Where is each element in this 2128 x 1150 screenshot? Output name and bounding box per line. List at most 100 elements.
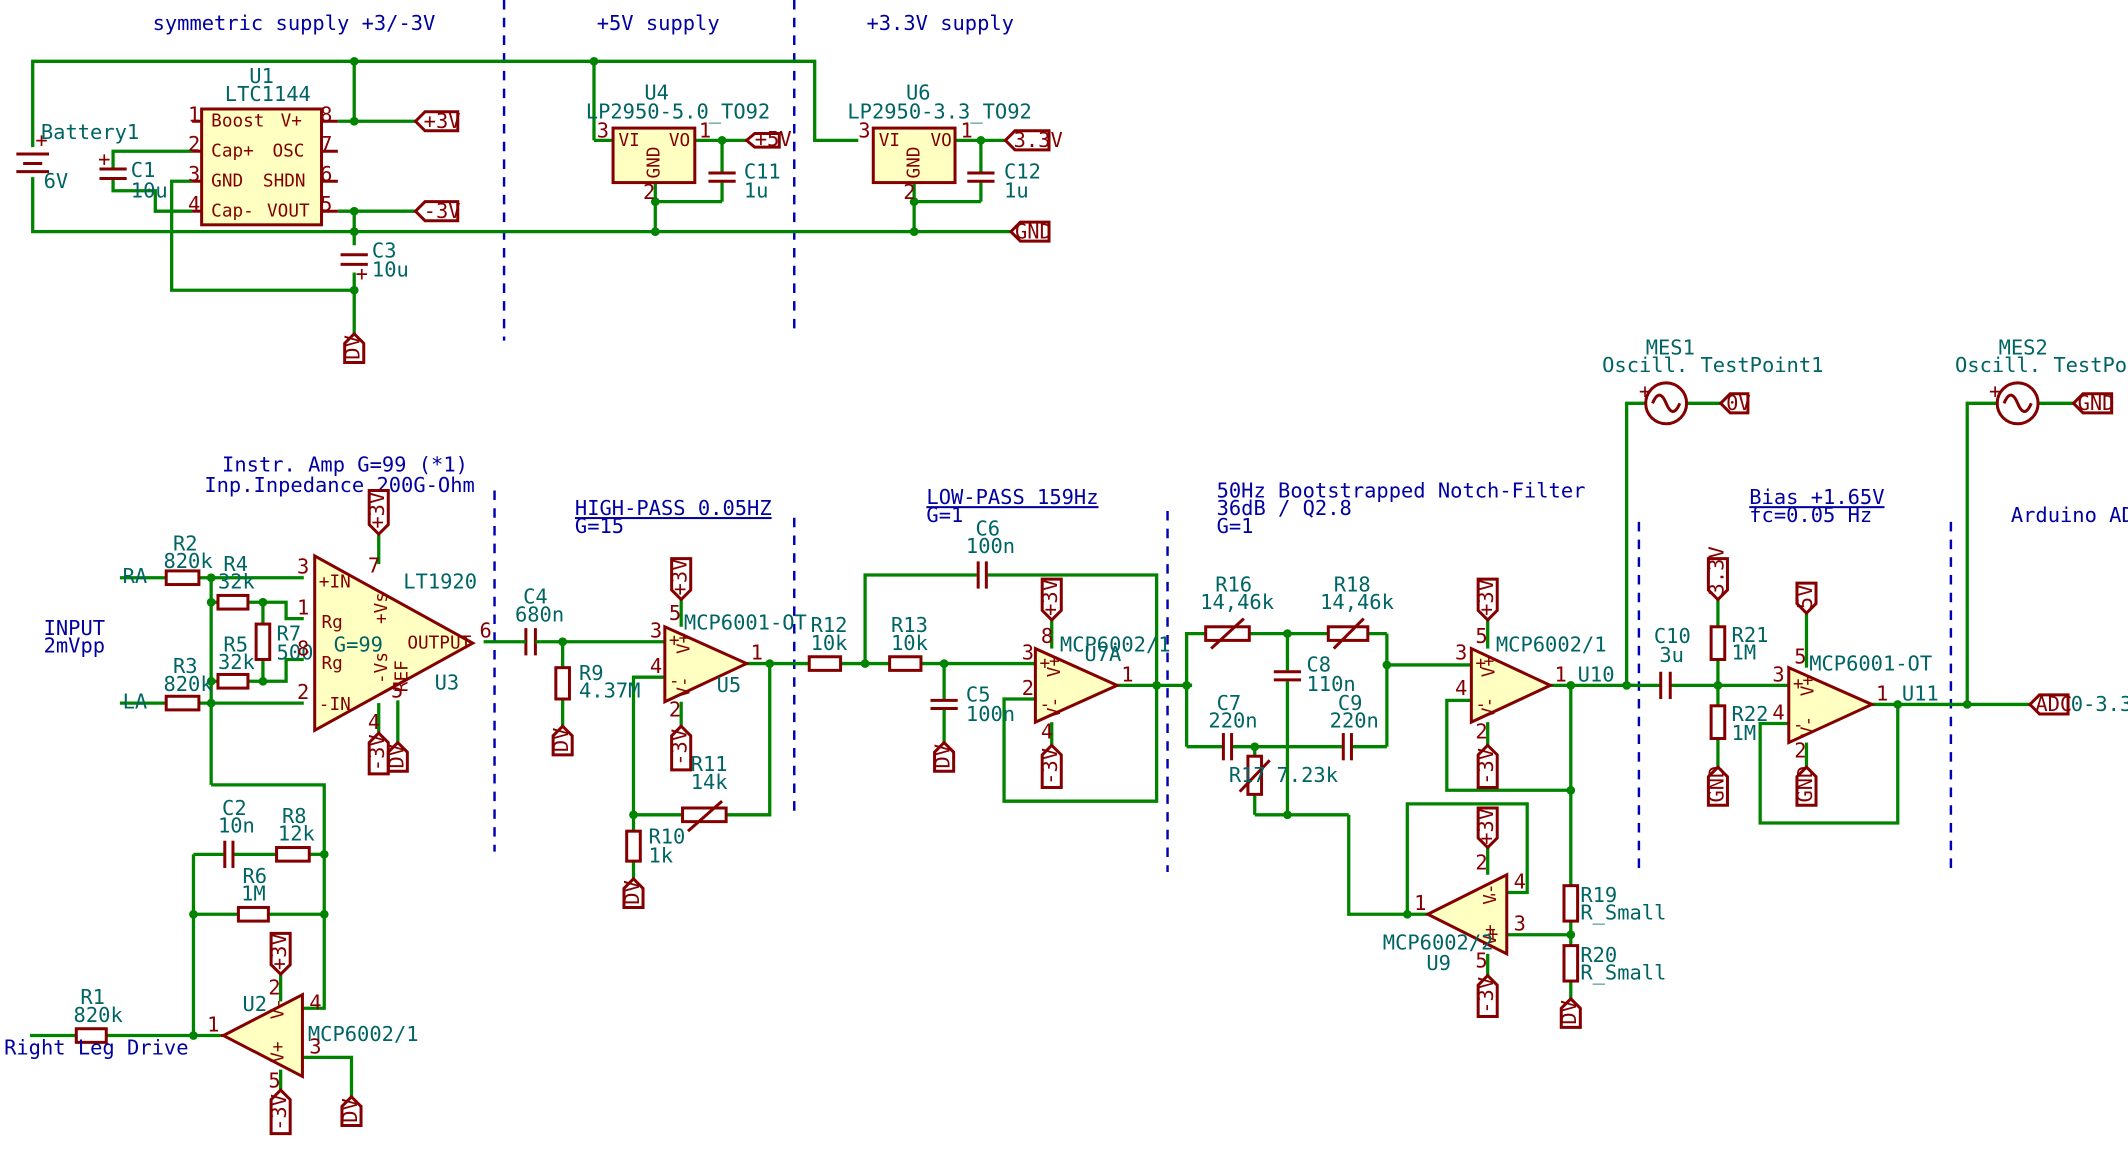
net-label-m3v-u3: -3V (365, 730, 390, 776)
net-m3v-text: -3V (424, 199, 461, 223)
c8-value: 110n (1306, 672, 1355, 696)
r20-resistor[interactable]: R20 R_Small (1562, 943, 1666, 985)
title-symmetric-supply: symmetric supply +3/-3V (153, 11, 436, 35)
battery-plus: + (35, 128, 47, 152)
u3-lt1920-inamp[interactable]: +IN Rg Rg -IN G=99 OUTPUT +Vs -Vs REF LT… (297, 553, 492, 734)
r12-ref: R12 (811, 613, 848, 637)
r19-resistor[interactable]: R19 R_Small (1562, 883, 1666, 925)
u5-opamp[interactable]: + - V+ V- MCP6001-OT U5 3 4 1 5 2 (650, 601, 807, 722)
u11-value: MCP6001-OT (1809, 651, 1932, 675)
lowpass-net-labels: DV +3V -3V (931, 577, 1063, 790)
u9-plus: + (1488, 925, 1499, 945)
title-low-pass-gain: G=1 (926, 503, 963, 527)
r2-resistor[interactable]: R2 820k (163, 531, 213, 587)
u1-num-1: 1 (188, 102, 200, 126)
net-dv-c5-text: DV (931, 744, 955, 769)
net-33v-r21-text: 3.3V (1704, 546, 1728, 595)
net-label-p3v-u10: +3V (1474, 577, 1499, 623)
r3-resistor[interactable]: R3 820k (163, 654, 213, 712)
net-5v-u11-text: 5V (1793, 584, 1817, 609)
battery-value: 6V (44, 169, 69, 193)
u7-minus: - (1039, 695, 1050, 715)
c4-capacitor[interactable]: C4 680n (515, 585, 564, 656)
r22-resistor[interactable]: R22 1M (1709, 702, 1768, 745)
c10-ref: C10 (1654, 624, 1691, 648)
u1-ref: U1 (249, 64, 274, 88)
c5-capacitor[interactable]: C5 100n (930, 683, 1015, 726)
c6-capacitor[interactable]: C6 100n (966, 516, 1015, 589)
r19-ref: R19 (1580, 883, 1617, 907)
battery[interactable]: + Battery1 6V (16, 120, 139, 193)
c8-capacitor[interactable]: C8 110n (1273, 653, 1356, 696)
r9-resistor[interactable]: R9 4.37M (554, 661, 641, 703)
mes1-testpoint[interactable]: + MES1 Oscill. TestPoint1 (1602, 335, 1823, 426)
u1-ltc1144[interactable]: U1 LTC1144 Boost Cap+ GND Cap- V+ OSC SH… (188, 64, 338, 227)
u1-pin-boost: Boost (211, 112, 264, 132)
c12-capacitor[interactable]: C12 1u (967, 159, 1041, 203)
net-m3v-u5-text: -3V (668, 729, 692, 766)
r1-resistor[interactable]: R1 820k (74, 985, 123, 1044)
u11-ref: U11 (1902, 681, 1939, 705)
r11-potentiometer[interactable]: R11 14k (681, 752, 728, 833)
r17-potentiometer[interactable]: R17 7.23k (1229, 754, 1338, 796)
r4-resistor[interactable]: R4 32k (216, 552, 255, 611)
r12-resistor[interactable]: R12 10k (807, 613, 848, 672)
mes2-testpoint[interactable]: + MES2 Oscill. TestPoint2 (1955, 335, 2128, 426)
u9-vm: V- (1481, 883, 1501, 904)
r8-resistor[interactable]: R8 12k (275, 804, 315, 863)
c11-capacitor[interactable]: C11 1u (708, 159, 781, 203)
u9-num-4: 4 (1514, 869, 1526, 893)
u5-vp: V+ (674, 633, 694, 654)
net-m3v-u9-text: -3V (1474, 977, 1498, 1014)
r18-potentiometer[interactable]: R18 14,46k (1320, 572, 1394, 650)
r5-resistor[interactable]: R5 32k (216, 632, 255, 690)
r21-resistor[interactable]: R21 1M (1709, 623, 1768, 665)
c3-ref: C3 (372, 239, 397, 263)
r6-resistor[interactable]: R6 1M (236, 864, 270, 923)
u9-opamp[interactable]: - + V- V+ MCP6002/2 U9 1 4 3 2 5 (1383, 850, 1526, 975)
net-label-m3v-supply: -3V (413, 199, 461, 223)
u4-lp2950-5v[interactable]: U4 LP2950-5.0_TO92 VI VO GND 3 1 2 (586, 80, 770, 203)
u10-opamp[interactable]: + - V+ V- MCP6002/1 U10 3 4 1 5 2 (1455, 624, 1614, 743)
u4-num-2: 2 (643, 180, 655, 204)
r13-value: 10k (891, 631, 928, 655)
c8-ref: C8 (1306, 653, 1331, 677)
mes1-ref: MES1 (1646, 335, 1695, 359)
u7a-opamp[interactable]: + - V+ V- MCP6002/1 U7A 3 2 1 8 4 (1022, 624, 1171, 743)
u3-num-8: 8 (297, 636, 309, 660)
u4-gnd: GND (644, 147, 664, 179)
c2-capacitor[interactable]: C2 10n (218, 796, 255, 868)
r10-resistor[interactable]: R10 1k (625, 824, 686, 868)
lowpass-wiring (840, 573, 1193, 803)
net-p3v-u9-text: +3V (1474, 808, 1498, 845)
u2-opamp[interactable]: V- V+ U2 MCP6002/1 1 4 3 2 5 (207, 976, 418, 1093)
net-label-m3v-u9: -3V (1474, 973, 1499, 1018)
r13-resistor[interactable]: R13 10k (888, 613, 928, 672)
net-gnd-u11-text: GND (1793, 766, 1817, 803)
u11-num-2: 2 (1794, 739, 1806, 763)
r16-potentiometer[interactable]: R16 14,46k (1200, 572, 1274, 650)
u9-ref: U9 (1426, 951, 1451, 975)
r6-ref: R6 (242, 864, 267, 888)
u3-pin-rg1: Rg (322, 613, 343, 633)
net-gnd-text: GND (1015, 219, 1052, 243)
u3-pin-inn: -IN (319, 695, 351, 715)
r7-resistor[interactable]: R7 500 (254, 621, 314, 664)
c9-capacitor[interactable]: C9 220n (1330, 691, 1379, 761)
c7-capacitor[interactable]: C7 220n (1208, 691, 1258, 761)
net-label-33v-r21: 3.3V (1704, 546, 1729, 602)
title-low-pass: LOW-PASS 159Hz (926, 485, 1098, 509)
u6-lp2950-33v[interactable]: U6 LP2950-3.3_TO92 VI VO GND 3 1 2 (847, 80, 1031, 203)
u6-vi: VI (879, 131, 900, 151)
c3-capacitor[interactable]: + C3 10u (340, 239, 409, 286)
r18-value: 14,46k (1320, 590, 1394, 614)
c10-capacitor[interactable]: C10 3u (1654, 624, 1691, 699)
net-dv-u2-text: DV (338, 1098, 362, 1123)
mes2-ref: MES2 (1999, 335, 2048, 359)
r7-value: 500 (277, 640, 314, 664)
u11-opamp[interactable]: + - V+ V- MCP6001-OT U11 3 4 1 5 2 (1772, 645, 1938, 763)
c11-ref: C11 (744, 159, 781, 183)
u7-num-8: 8 (1041, 624, 1053, 648)
rld-net-labels: +3V -3V DV (267, 931, 363, 1136)
c1-capacitor[interactable]: + C1 10u (98, 147, 168, 202)
